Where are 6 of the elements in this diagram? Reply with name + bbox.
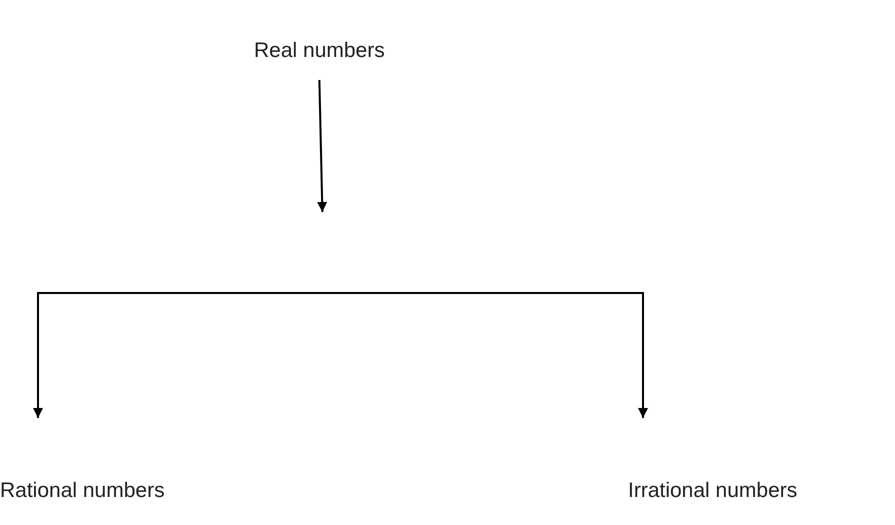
arrow (317, 80, 328, 212)
arrow (340, 292, 648, 418)
category-label: Irrational numbers (628, 478, 798, 504)
arrow (33, 292, 340, 418)
category-label: Rational numbers (0, 478, 165, 504)
category-label: Real numbers (254, 38, 385, 64)
